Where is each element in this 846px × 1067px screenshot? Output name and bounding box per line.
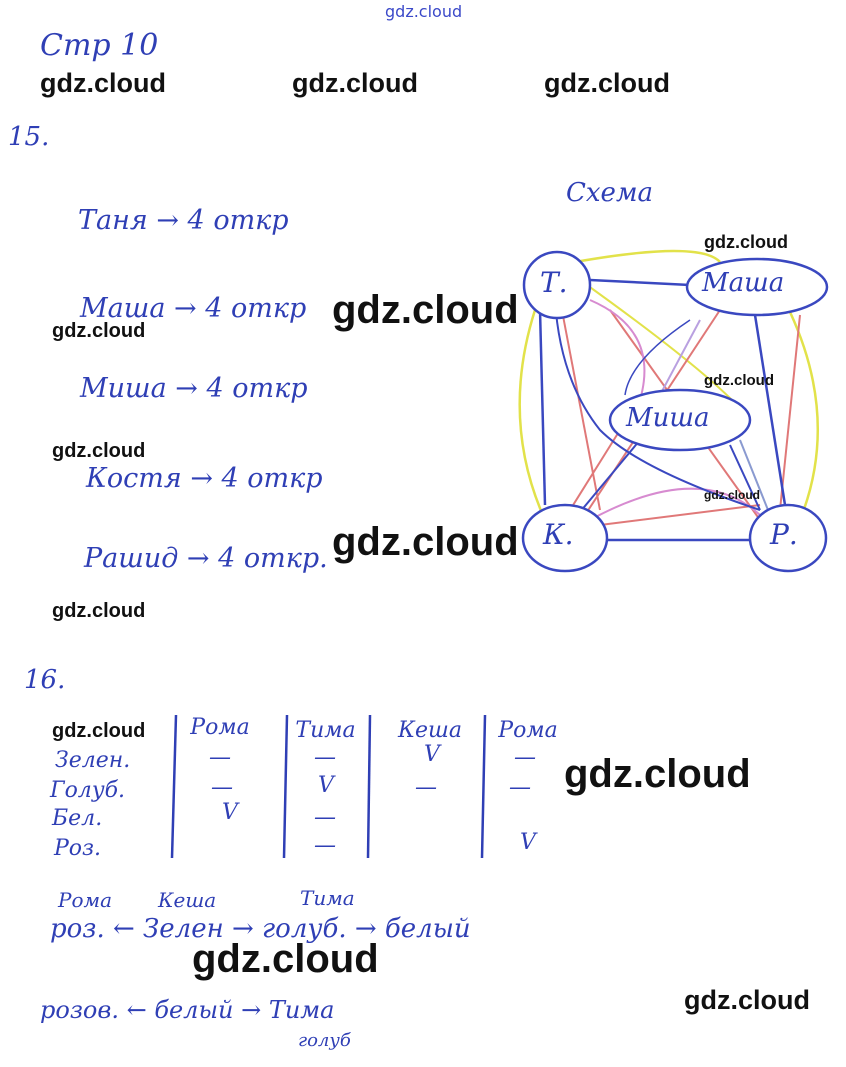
watermark: gdz.cloud — [52, 440, 146, 462]
table-col-roma: Рома — [190, 715, 250, 740]
line1-top-kesha: Кеша — [158, 888, 217, 912]
node-kostya: К. — [543, 518, 574, 551]
line1-top-roma: Рома — [58, 888, 113, 912]
task15-line-kostya: Костя → 4 откр — [86, 463, 323, 494]
table-cell: — — [509, 775, 531, 800]
table-cell: V — [318, 773, 334, 798]
task15-line-masha: Маша → 4 откр — [80, 293, 307, 324]
table-row-label-pink: Роз. — [54, 836, 102, 861]
table-cell: — — [314, 805, 336, 830]
node-tanya: Т. — [540, 266, 568, 299]
task15-line-rashid: Рашид → 4 откр. — [84, 543, 328, 574]
task16-number: 16. — [24, 665, 66, 695]
table-cell: — — [415, 775, 437, 800]
reasoning-line-2: розов. ← белый → Тима — [40, 996, 335, 1024]
watermark-top: gdz.cloud — [385, 2, 463, 21]
table-col-roma-2: Рома — [498, 718, 558, 743]
table-cell: — — [514, 745, 536, 770]
table-cell: V — [222, 800, 238, 825]
watermark: gdz.cloud — [292, 68, 418, 98]
scheme-title: Схема — [566, 178, 654, 208]
line1-top-tima: Тима — [300, 886, 355, 910]
watermark: gdz.cloud — [332, 520, 519, 564]
node-rashid: Р. — [770, 518, 798, 551]
task15-number: 15. — [8, 122, 50, 152]
watermark: gdz.cloud — [684, 985, 810, 1015]
reasoning-line-1: роз. ← Зелен → голуб. → белый — [50, 914, 471, 944]
task15-line-tanya: Таня → 4 откр — [78, 205, 289, 236]
watermark: gdz.cloud — [704, 488, 760, 502]
watermark: gdz.cloud — [564, 752, 751, 796]
watermark: gdz.cloud — [192, 937, 379, 981]
watermark: gdz.cloud — [52, 600, 146, 622]
table-cell: — — [314, 833, 336, 858]
page-header: Стр 10 — [40, 28, 159, 63]
table-col-tima: Тима — [295, 718, 356, 743]
watermark: gdz.cloud — [52, 320, 146, 342]
table-row-label-blue: Голуб. — [50, 778, 126, 803]
table-cell: V — [520, 830, 536, 855]
table-row-label-white: Бел. — [52, 806, 103, 831]
watermark: gdz.cloud — [544, 68, 670, 98]
task15-line-misha: Миша → 4 откр — [80, 373, 308, 404]
watermark: gdz.cloud — [40, 68, 166, 98]
table-col-kesha: Кеша — [397, 718, 462, 743]
table-cell: — — [211, 775, 233, 800]
watermark: gdz.cloud — [332, 288, 519, 332]
table-cell: — — [314, 745, 336, 770]
watermark: gdz.cloud — [704, 372, 774, 389]
table-row-label-green: Зелен. — [55, 748, 131, 773]
node-masha: Маша — [702, 268, 785, 298]
watermark: gdz.cloud — [52, 720, 146, 742]
table-cell: V — [424, 742, 440, 767]
node-misha: Миша — [626, 403, 710, 433]
table-cell: — — [209, 745, 231, 770]
reasoning-line-2-sub: голуб — [298, 1030, 351, 1051]
watermark: gdz.cloud — [704, 232, 788, 252]
